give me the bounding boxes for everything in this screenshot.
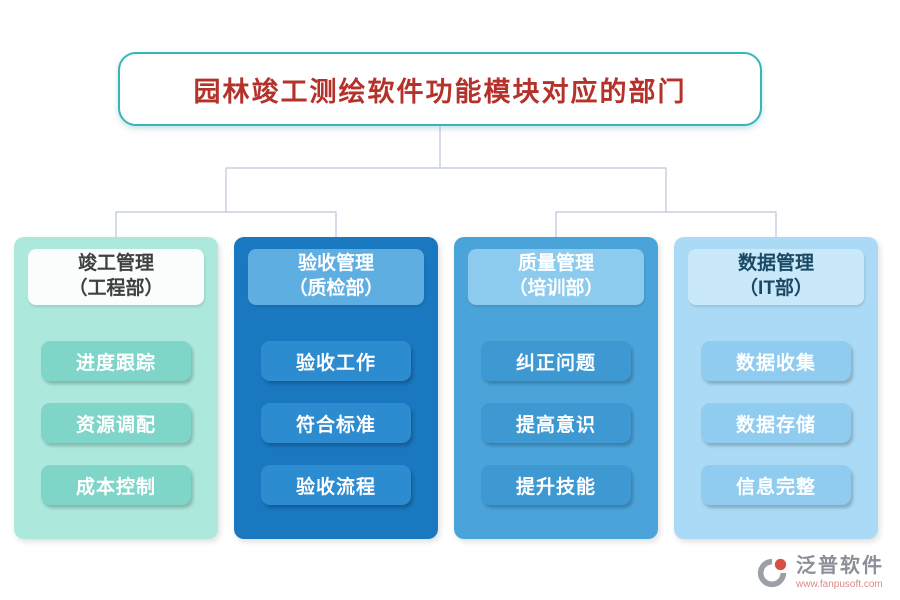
module-header-completion: 竣工管理 （工程部） bbox=[28, 249, 204, 305]
module-name: 验收管理 bbox=[297, 253, 374, 275]
module-item: 进度跟踪 bbox=[41, 341, 191, 381]
module-card-acceptance: 验收管理 （质检部） 验收工作 符合标准 验收流程 bbox=[234, 237, 438, 539]
module-dept: （质检部） bbox=[288, 278, 384, 299]
module-dept: （培训部） bbox=[508, 278, 604, 299]
module-item: 验收工作 bbox=[261, 341, 411, 381]
module-name: 竣工管理 bbox=[77, 253, 154, 275]
module-item: 符合标准 bbox=[261, 403, 411, 443]
connector-group bbox=[115, 125, 777, 238]
module-item: 资源调配 bbox=[41, 403, 191, 443]
diagram-title-box: 园林竣工测绘软件功能模块对应的部门 bbox=[118, 52, 762, 126]
vendor-url: www.fanpusoft.com bbox=[796, 579, 883, 590]
module-card-quality: 质量管理 （培训部） 纠正问题 提高意识 提升技能 bbox=[454, 237, 658, 539]
vendor-brand-name: 泛普软件 bbox=[796, 555, 884, 577]
vendor-watermark: 泛普软件 www.fanpusoft.com bbox=[755, 555, 884, 590]
module-dept: （工程部） bbox=[68, 278, 164, 299]
fanpu-logo-icon bbox=[757, 558, 787, 587]
module-item: 纠正问题 bbox=[481, 341, 631, 381]
module-card-completion: 竣工管理 （工程部） 进度跟踪 资源调配 成本控制 bbox=[14, 237, 218, 539]
diagram-title: 园林竣工测绘软件功能模块对应的部门 bbox=[193, 76, 687, 107]
module-item: 提高意识 bbox=[481, 403, 631, 443]
module-name: 质量管理 bbox=[517, 253, 594, 275]
module-item: 验收流程 bbox=[261, 465, 411, 505]
module-item: 提升技能 bbox=[481, 465, 631, 505]
module-item: 信息完整 bbox=[701, 465, 851, 505]
vendor-text-block: 泛普软件 www.fanpusoft.com bbox=[796, 555, 884, 590]
module-dept: （IT部） bbox=[739, 278, 813, 299]
module-item: 数据存储 bbox=[701, 403, 851, 443]
module-item: 成本控制 bbox=[41, 465, 191, 505]
module-header-acceptance: 验收管理 （质检部） bbox=[248, 249, 424, 305]
module-header-data: 数据管理 （IT部） bbox=[688, 249, 864, 305]
module-card-data: 数据管理 （IT部） 数据收集 数据存储 信息完整 bbox=[674, 237, 878, 539]
module-name: 数据管理 bbox=[737, 253, 814, 275]
module-header-quality: 质量管理 （培训部） bbox=[468, 249, 644, 305]
module-item: 数据收集 bbox=[701, 341, 851, 381]
